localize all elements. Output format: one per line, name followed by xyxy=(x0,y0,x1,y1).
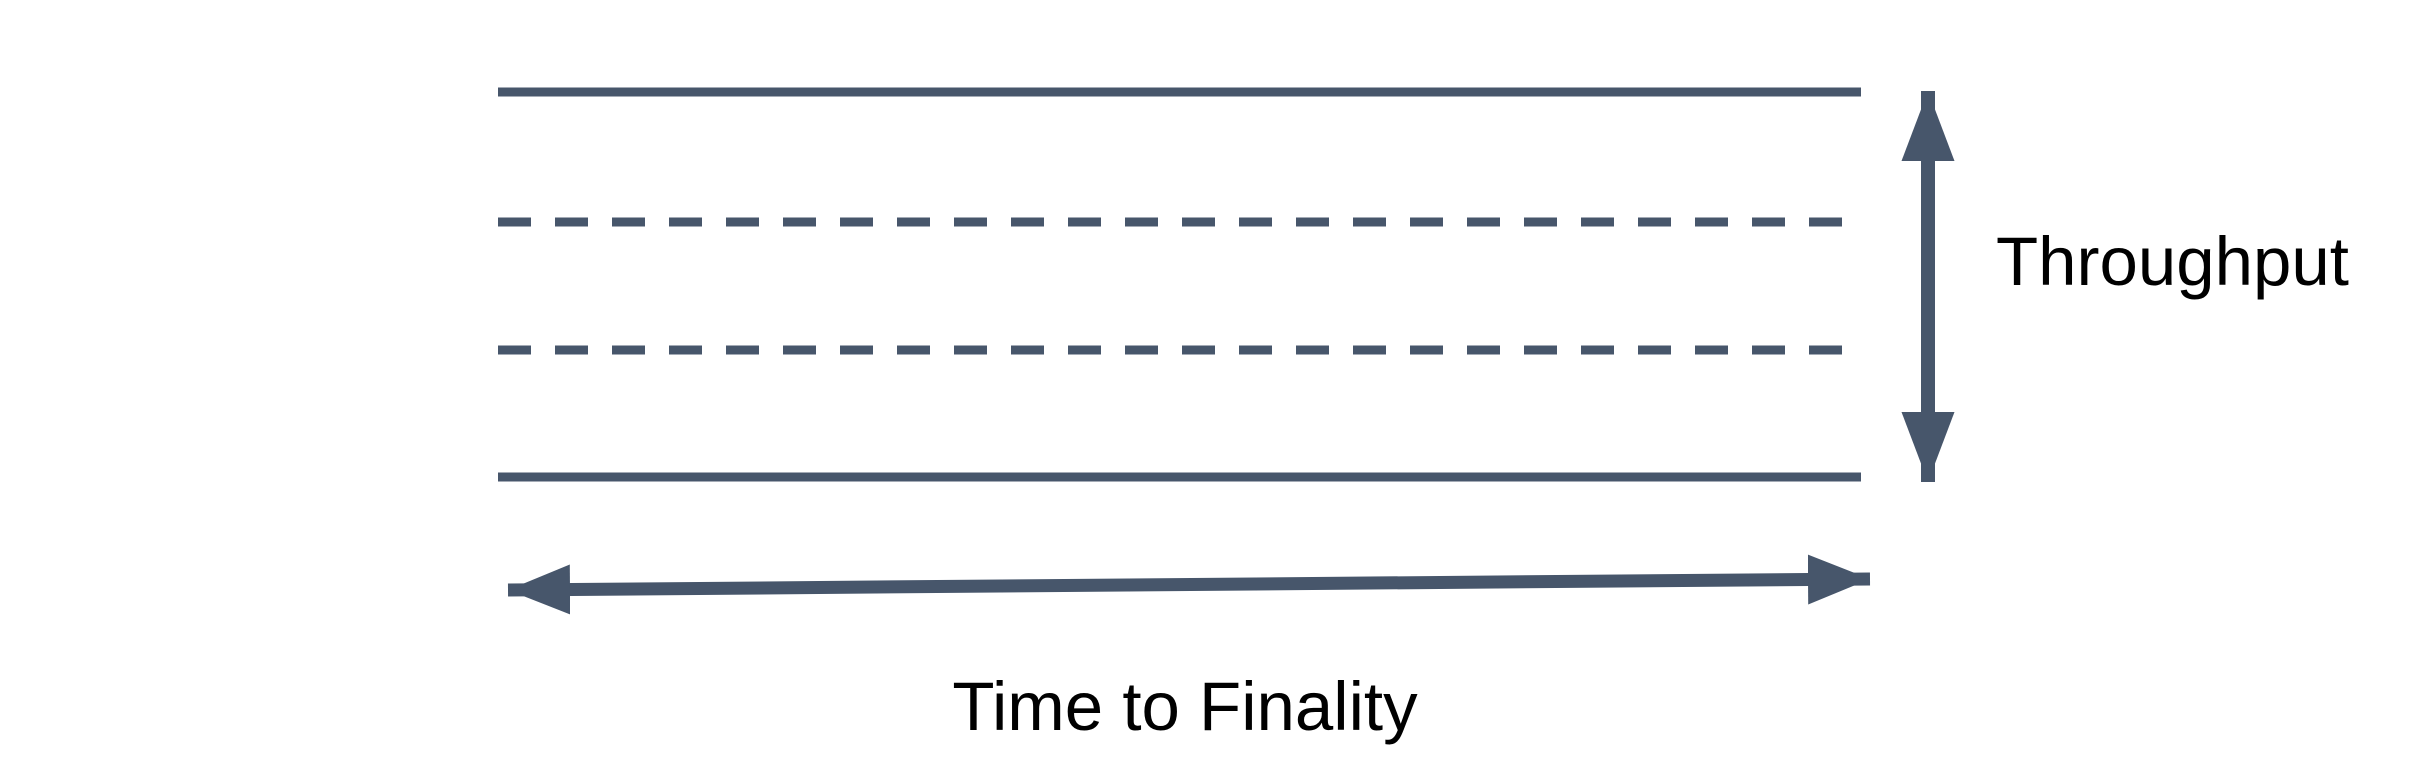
double-headed-arrow-horizontal-icon xyxy=(507,554,1871,615)
time-to-finality-label: Time to Finality xyxy=(952,668,1418,745)
throughput-label: Throughput xyxy=(1996,223,2349,300)
